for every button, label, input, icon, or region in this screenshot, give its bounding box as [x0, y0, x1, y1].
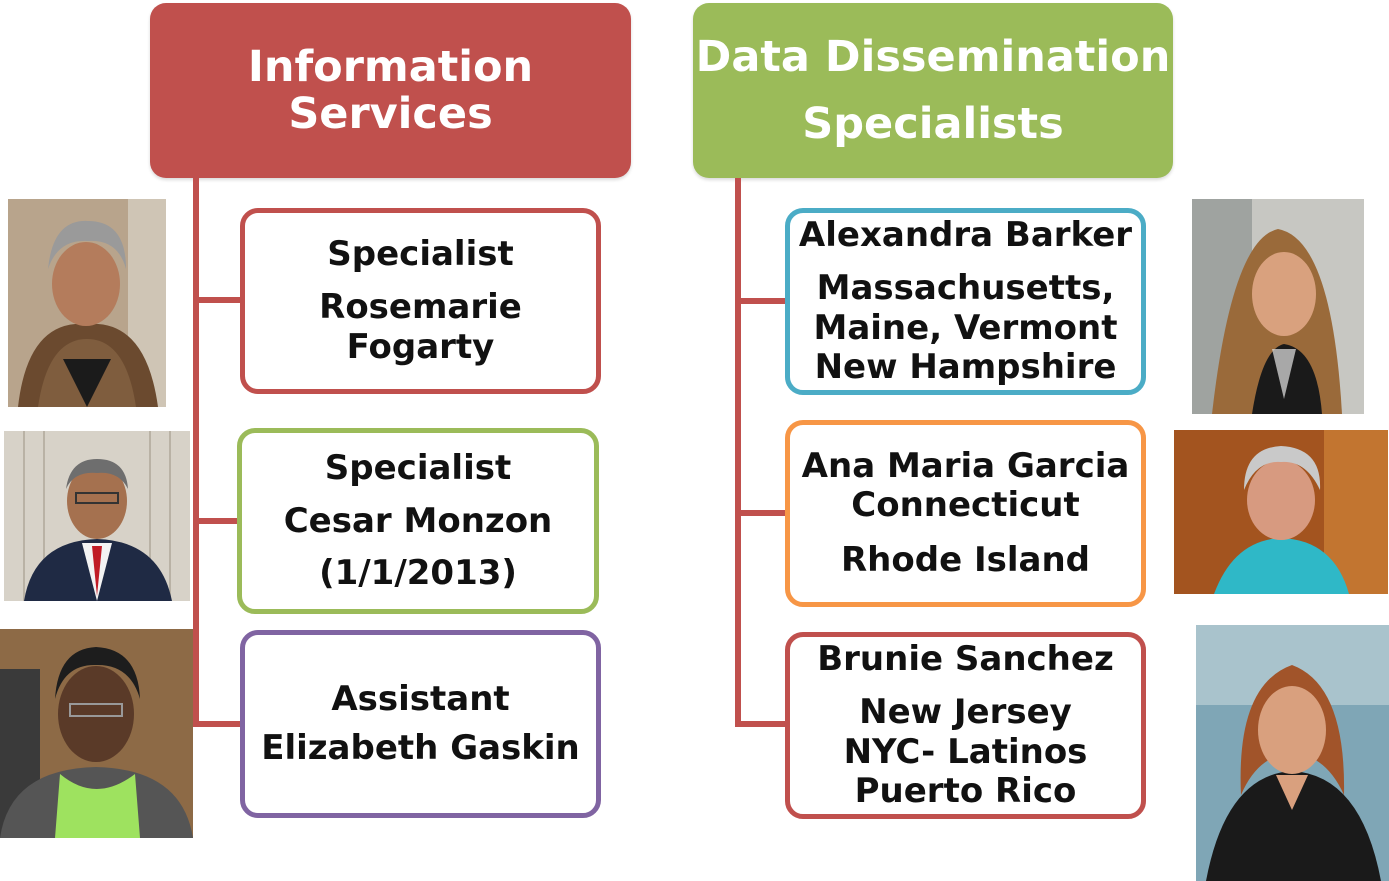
photo-rosemarie-fogarty [8, 199, 166, 407]
start-date: (1/1/2013) [319, 553, 517, 594]
member-name-line-1: Rosemarie [319, 287, 522, 328]
right-connector-2 [735, 510, 787, 516]
member-name: Brunie Sanchez [817, 639, 1114, 680]
left-connector-1 [193, 297, 243, 303]
left-connector-2 [193, 518, 240, 524]
region-line-1: New Jersey [859, 692, 1072, 733]
header-line-1: Information [247, 42, 534, 93]
member-name: Alexandra Barker [798, 215, 1133, 256]
information-services-header: Information Services [150, 3, 631, 178]
member-name: Ana Maria Garcia [801, 445, 1130, 486]
ana-maria-garcia-box: Ana Maria Garcia Connecticut Rhode Islan… [785, 420, 1146, 607]
right-connector-vertical [735, 178, 741, 727]
photo-alexandra-barker [1192, 199, 1364, 414]
brunie-sanchez-box: Brunie Sanchez New Jersey NYC- Latinos P… [785, 632, 1146, 819]
photo-elizabeth-gaskin [0, 629, 193, 838]
region-line-2: Rhode Island [840, 540, 1090, 581]
role-title: Assistant [331, 678, 510, 719]
region-line-3: Puerto Rico [854, 770, 1077, 811]
cesar-monzon-box: Specialist Cesar Monzon (1/1/2013) [237, 428, 599, 614]
member-name: Cesar Monzon [283, 500, 553, 541]
member-name-line-2: Fogarty [346, 326, 495, 367]
region-line-2: Maine, Vermont [813, 307, 1118, 348]
header-line-2: Specialists [802, 98, 1064, 149]
header-line-1: Data Dissemination [695, 31, 1171, 82]
region-line-3: New Hampshire [814, 346, 1117, 387]
region-line-1: Massachusetts, [816, 268, 1115, 309]
right-connector-1 [735, 298, 787, 304]
data-dissemination-header: Data Dissemination Specialists [693, 3, 1173, 178]
photo-cesar-monzon [4, 431, 190, 601]
member-name: Elizabeth Gaskin [261, 728, 580, 768]
photo-ana-maria-garcia [1174, 430, 1388, 594]
role-title: Specialist [327, 234, 514, 275]
role-title: Specialist [324, 447, 512, 488]
region-line-2: NYC- Latinos [843, 731, 1088, 772]
left-connector-vertical [193, 178, 199, 727]
right-connector-3 [735, 721, 787, 727]
region-line-1: Connecticut [851, 484, 1080, 525]
elizabeth-gaskin-box: Assistant Elizabeth Gaskin [240, 630, 601, 818]
rosemarie-fogarty-box: Specialist Rosemarie Fogarty [240, 208, 601, 394]
photo-brunie-sanchez [1196, 625, 1389, 881]
header-line-2: Services [288, 88, 493, 139]
left-connector-3 [193, 721, 243, 727]
alexandra-barker-box: Alexandra Barker Massachusetts, Maine, V… [785, 208, 1146, 395]
